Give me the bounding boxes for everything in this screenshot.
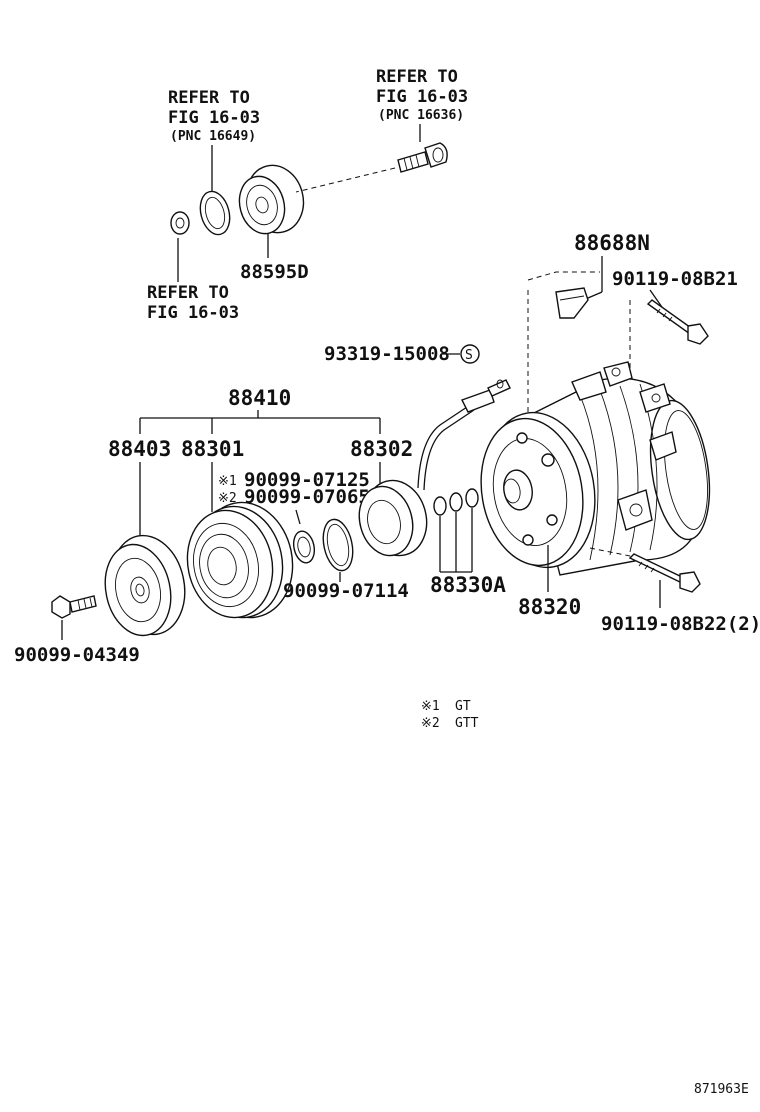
shim-icon bbox=[292, 530, 316, 564]
clutch-pulley-icon bbox=[186, 501, 294, 619]
upper-bolt-icon bbox=[646, 299, 709, 345]
dash-bolt-to-pulley bbox=[295, 167, 396, 193]
part-90119-08B22: 90119-08B22(2) bbox=[601, 613, 760, 635]
part-90119-08B21: 90119-08B21 bbox=[612, 268, 738, 290]
part-88330A: 88330A bbox=[430, 573, 506, 597]
figure-id: 871963E bbox=[694, 1082, 749, 1097]
note-2-text: GTT bbox=[455, 716, 479, 731]
ref-right-line2: FIG 16-03 bbox=[376, 87, 468, 107]
ref-bottom-line2: FIG 16-03 bbox=[147, 303, 239, 323]
ref-right-line3: (PNC 16636) bbox=[378, 108, 464, 123]
part-88403: 88403 bbox=[108, 437, 171, 461]
lower-bolt-icon bbox=[628, 553, 701, 593]
s-mark-label: S bbox=[465, 348, 473, 363]
part-90099-04349: 90099-04349 bbox=[14, 644, 140, 666]
part-90099-07065: 90099-07065 bbox=[244, 486, 370, 508]
idler-pulley-icon bbox=[238, 164, 305, 235]
shim-ring-icon bbox=[199, 190, 231, 236]
hub-bolt-icon bbox=[51, 595, 97, 619]
part-93319-15008: 93319-15008 bbox=[324, 343, 450, 365]
snap-ring-icon bbox=[322, 518, 354, 572]
shims-88330A-icon bbox=[433, 488, 479, 516]
coil-wire bbox=[417, 404, 471, 489]
part-88688N: 88688N bbox=[574, 231, 650, 255]
field-coil-icon bbox=[358, 479, 428, 557]
ref-left-line2: FIG 16-03 bbox=[168, 108, 260, 128]
part-88301: 88301 bbox=[181, 437, 244, 461]
part-90099-07125: 90099-07125 bbox=[244, 469, 370, 491]
ref-left-line1: REFER TO bbox=[168, 88, 250, 108]
compressor-icon bbox=[480, 361, 711, 576]
part-88595D: 88595D bbox=[240, 261, 309, 283]
part-88320: 88320 bbox=[518, 595, 581, 619]
s-mark-icon bbox=[460, 344, 480, 364]
small-nut-icon bbox=[170, 211, 190, 235]
note-1-text: GT bbox=[455, 699, 471, 714]
part-88302: 88302 bbox=[350, 437, 413, 461]
ref-left-line3: (PNC 16649) bbox=[170, 129, 256, 144]
part-88410: 88410 bbox=[228, 386, 291, 410]
mark-1: ※1 bbox=[218, 474, 237, 489]
bracket-icon bbox=[555, 287, 589, 319]
ref-bottom-line1: REFER TO bbox=[147, 283, 229, 303]
clutch-hub-icon bbox=[104, 534, 186, 637]
leader-90099-07125 bbox=[295, 509, 301, 525]
mark-2: ※2 bbox=[218, 491, 237, 506]
wire-connector-icon bbox=[461, 379, 511, 413]
ref-right-line1: REFER TO bbox=[376, 67, 458, 87]
idler-bolt-icon bbox=[397, 142, 448, 173]
note-1-mark: ※1 bbox=[421, 699, 440, 714]
note-2-mark: ※2 bbox=[421, 716, 440, 731]
part-90099-07114: 90099-07114 bbox=[283, 580, 409, 602]
